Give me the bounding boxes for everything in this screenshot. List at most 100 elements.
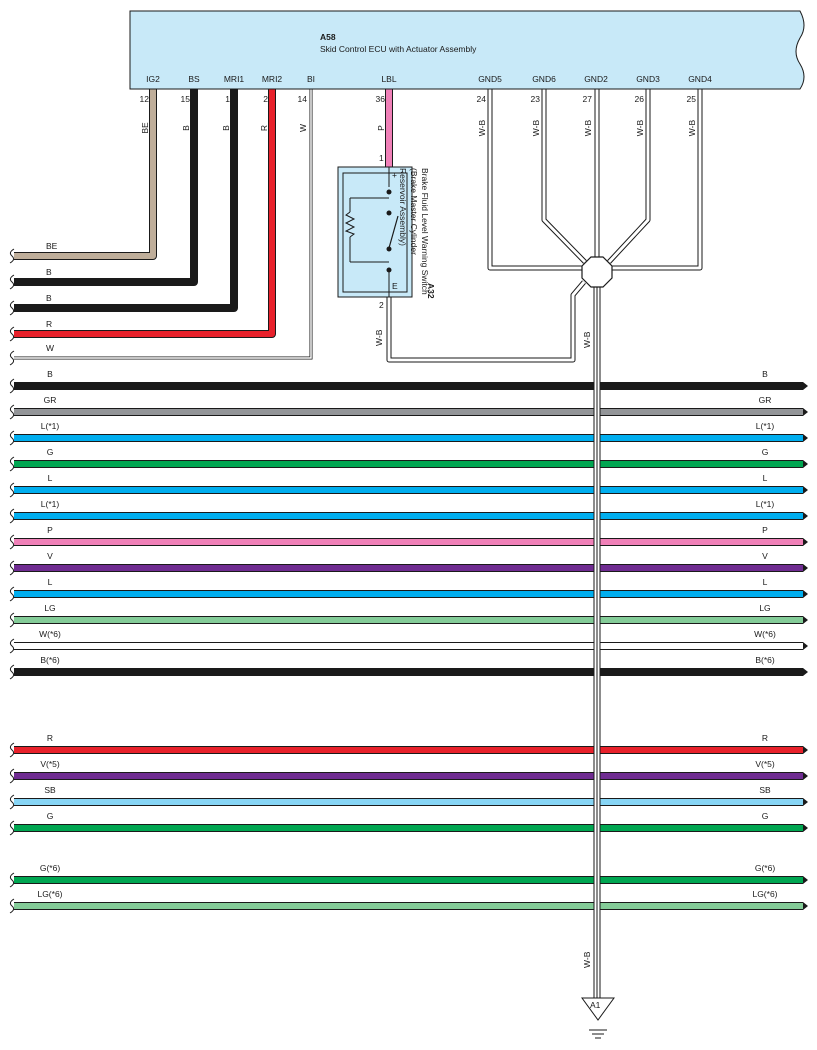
ecu-pin-number: 14 [298, 94, 308, 104]
ecu-pin-name: GND4 [688, 74, 712, 84]
wire-break-mark [9, 456, 15, 472]
ground-bars [589, 1029, 607, 1039]
bus-wire-label-left: G [47, 811, 54, 821]
bus-wire-label-left: L(*1) [41, 421, 60, 431]
bus-wire-label-left: G [47, 447, 54, 457]
wire-break-mark [9, 560, 15, 576]
ecu-name: Skid Control ECU with Actuator Assembly [320, 44, 477, 54]
bus-wire-label-right: SB [759, 785, 771, 795]
switch-body [337, 166, 413, 298]
bus-wire-label-right: L [763, 577, 768, 587]
bus-wire-label-right: B [762, 369, 768, 379]
trunk-wire-code: W-B [582, 331, 592, 348]
left-wire-label: B [46, 267, 52, 277]
wire-break-mark [9, 430, 15, 446]
ecu-pin-name: GND6 [532, 74, 556, 84]
switch-node-bottom [386, 267, 392, 273]
bus-wire-label-right: W(*6) [754, 629, 776, 639]
bus-wire-arrow [803, 590, 808, 598]
wire-break-mark [9, 664, 15, 680]
gnd6-wire [542, 89, 587, 264]
bus-wire-arrow [803, 486, 808, 494]
bus-wire-label-right: L(*1) [756, 421, 775, 431]
switch-sub2: Reservoir Assembly) [398, 168, 408, 246]
bus-wire-label-right: V [762, 551, 768, 561]
bus-wire-label-right: G [762, 811, 769, 821]
bus-wire-label-right: B(*6) [755, 655, 775, 665]
bus-wire-arrow [803, 434, 808, 442]
ecu-pin-wire-code: W-B [477, 119, 487, 136]
wire-break-mark [9, 586, 15, 602]
left-wire [14, 89, 275, 337]
ecu-pin-number: 15 [181, 94, 191, 104]
brake-fluid-switch: + E 1 2 Brake Fluid Level Warning Switch… [337, 153, 436, 346]
bus-wire-arrow [803, 824, 808, 832]
wire-break-mark [9, 820, 15, 836]
bus-wire-arrow [803, 382, 808, 390]
bus-wire-label-left: SB [44, 785, 56, 795]
ecu-pin-number: 26 [635, 94, 645, 104]
bus-wire-label-left: B [47, 369, 53, 379]
wire-break-mark [9, 248, 15, 264]
bus-wire-arrow [803, 746, 808, 754]
left-wire-outline [14, 89, 157, 260]
wire-break-mark [9, 898, 15, 914]
wire-break-mark [9, 300, 15, 316]
switch-node-top [386, 189, 392, 195]
ecu-pin-name: GND2 [584, 74, 608, 84]
wire-break-mark [9, 326, 15, 342]
switch-pin-bottom: 2 [379, 300, 384, 310]
bus-wire-arrow [803, 616, 808, 624]
ecu-pin-name: GND5 [478, 74, 502, 84]
ecu-pin-wire-code: P [376, 125, 386, 131]
resistor-symbol [344, 211, 356, 238]
bus-wire-label-right: G [762, 447, 769, 457]
bus-wire-label-right: GR [759, 395, 772, 405]
bus-wire-label-right: LG(*6) [752, 889, 777, 899]
bus-wire-label-left: GR [44, 395, 57, 405]
bus-wire-arrow [803, 902, 808, 910]
ground-label: A1 [590, 1000, 601, 1010]
left-wire [14, 89, 237, 311]
bus-wire-label-left: V [47, 551, 53, 561]
bus-wire-label-left: P [47, 525, 53, 535]
switch-sub: (Brake Master Cylinder [409, 168, 419, 255]
bus-wire-label-right: L(*1) [756, 499, 775, 509]
switch-inner-frame [342, 172, 408, 293]
left-wire-label: BE [46, 241, 58, 251]
ecu-pin-wire-code: W-B [635, 119, 645, 136]
left-wire [14, 89, 197, 285]
bus-wire-label-right: LG [759, 603, 770, 613]
wire-break-mark [9, 872, 15, 888]
bus-wire-label-right: L [763, 473, 768, 483]
bus-wire-label-right: R [762, 733, 768, 743]
bus-wire-arrow [803, 876, 808, 884]
left-wire-label: W [46, 343, 54, 353]
bus-wire-label-right: G(*6) [755, 863, 775, 873]
bus-wire-label-left: L [48, 473, 53, 483]
bus-wire-arrow [803, 460, 808, 468]
switch-e-label: E [392, 281, 398, 291]
bus-wire-label-right: P [762, 525, 768, 535]
switch-node-mid-top [386, 210, 392, 216]
wire-break-mark [9, 742, 15, 758]
ecu-pin-wire-code: W [298, 124, 308, 132]
bus-wire-label-left: B(*6) [40, 655, 60, 665]
ecu-pin-name: BS [188, 74, 200, 84]
ecu-pin-number: 2 [263, 94, 268, 104]
bus-wire-arrow [803, 512, 808, 520]
bus-wire-label-left: LG [44, 603, 55, 613]
ecu-pin-name: MRI1 [224, 74, 245, 84]
ecu-pin-name: GND3 [636, 74, 660, 84]
ecu-pin-wire-code: B [181, 125, 191, 131]
ecu-pin-wire-code: BE [140, 122, 150, 134]
ecu-pin-number: 24 [477, 94, 487, 104]
ecu-pin-wire-code: W-B [583, 119, 593, 136]
bus-wire-arrow [803, 564, 808, 572]
gnd3-wire-outline [607, 89, 651, 264]
bus-wire-arrow [803, 538, 808, 546]
switch-node-mid-bottom [386, 246, 392, 252]
gnd5-wire [488, 89, 582, 270]
wire-break-mark [9, 378, 15, 394]
